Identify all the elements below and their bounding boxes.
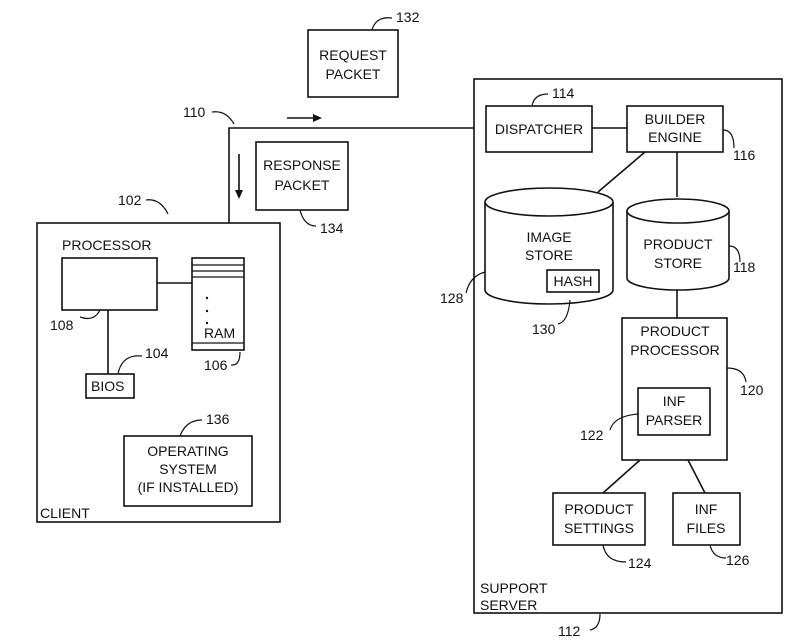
request-packet-box: [308, 30, 398, 97]
product-store-top: [627, 199, 729, 223]
product-settings-ref: 124: [628, 555, 652, 571]
inf-files-line2: FILES: [687, 520, 726, 536]
request-packet-line1: REQUEST: [319, 47, 387, 63]
image-store-ref: 128: [440, 290, 464, 306]
server-label-line1: SUPPORT: [480, 580, 548, 596]
product-store-ref: 118: [733, 259, 756, 275]
builder-engine-line1: BUILDER: [645, 111, 706, 127]
client-label: CLIENT: [40, 505, 90, 521]
image-store-line1: IMAGE: [526, 229, 571, 245]
product-store-line1: PRODUCT: [643, 236, 713, 252]
product-processor-line1: PRODUCT: [640, 323, 710, 339]
request-arrowhead: [313, 114, 322, 122]
response-packet-line1: RESPONSE: [263, 157, 341, 173]
response-ref-leader: [300, 210, 316, 226]
product-settings-line1: PRODUCT: [564, 501, 634, 517]
inf-parser-line1: INF: [663, 393, 686, 409]
processor-box: [62, 258, 157, 310]
response-packet-ref: 134: [320, 220, 344, 236]
builder-engine-ref: 116: [733, 147, 756, 163]
builder-engine-line2: ENGINE: [648, 129, 702, 145]
hash-label: HASH: [554, 273, 593, 289]
server-ref-leader: [590, 614, 600, 630]
request-packet-line2: PACKET: [326, 66, 381, 82]
response-packet-box: [256, 142, 348, 210]
request-ref-leader: [372, 18, 392, 30]
image-store-top: [485, 188, 613, 216]
ram-dot: [206, 322, 208, 324]
os-line3: (IF INSTALLED): [138, 479, 239, 495]
server-label-line2: SERVER: [480, 597, 537, 613]
bios-label: BIOS: [91, 378, 124, 394]
inf-files-line1: INF: [695, 501, 718, 517]
client-ref-leader: [146, 200, 168, 214]
network-ref: 110: [183, 104, 206, 120]
network-ref-leader: [212, 112, 234, 124]
processor-ref: 108: [50, 317, 74, 333]
os-line2: SYSTEM: [159, 461, 217, 477]
product-settings-line2: SETTINGS: [564, 520, 634, 536]
ram-dot: [206, 310, 208, 312]
inf-parser-ref: 122: [580, 427, 604, 443]
dispatcher-label: DISPATCHER: [495, 121, 583, 137]
product-processor-line2: PROCESSOR: [630, 342, 719, 358]
response-arrowhead: [235, 190, 243, 199]
request-packet-ref: 132: [396, 9, 420, 25]
product-store-line2: STORE: [654, 255, 702, 271]
bios-ref: 104: [145, 345, 169, 361]
product-processor-ref: 120: [740, 382, 764, 398]
server-ref: 112: [558, 623, 581, 639]
hash-ref: 130: [532, 321, 556, 337]
ram-label: RAM: [204, 325, 235, 341]
client-ref: 102: [118, 192, 142, 208]
inf-parser-line2: PARSER: [646, 412, 703, 428]
response-packet-line2: PACKET: [275, 177, 330, 193]
os-line1: OPERATING: [147, 443, 228, 459]
ram-ref: 106: [204, 357, 228, 373]
dispatcher-ref: 114: [552, 85, 575, 101]
processor-label: PROCESSOR: [62, 237, 151, 253]
os-ref: 136: [206, 411, 230, 427]
inf-files-ref: 126: [726, 552, 750, 568]
image-store-line2: STORE: [525, 247, 573, 263]
ram-dot: [206, 297, 208, 299]
